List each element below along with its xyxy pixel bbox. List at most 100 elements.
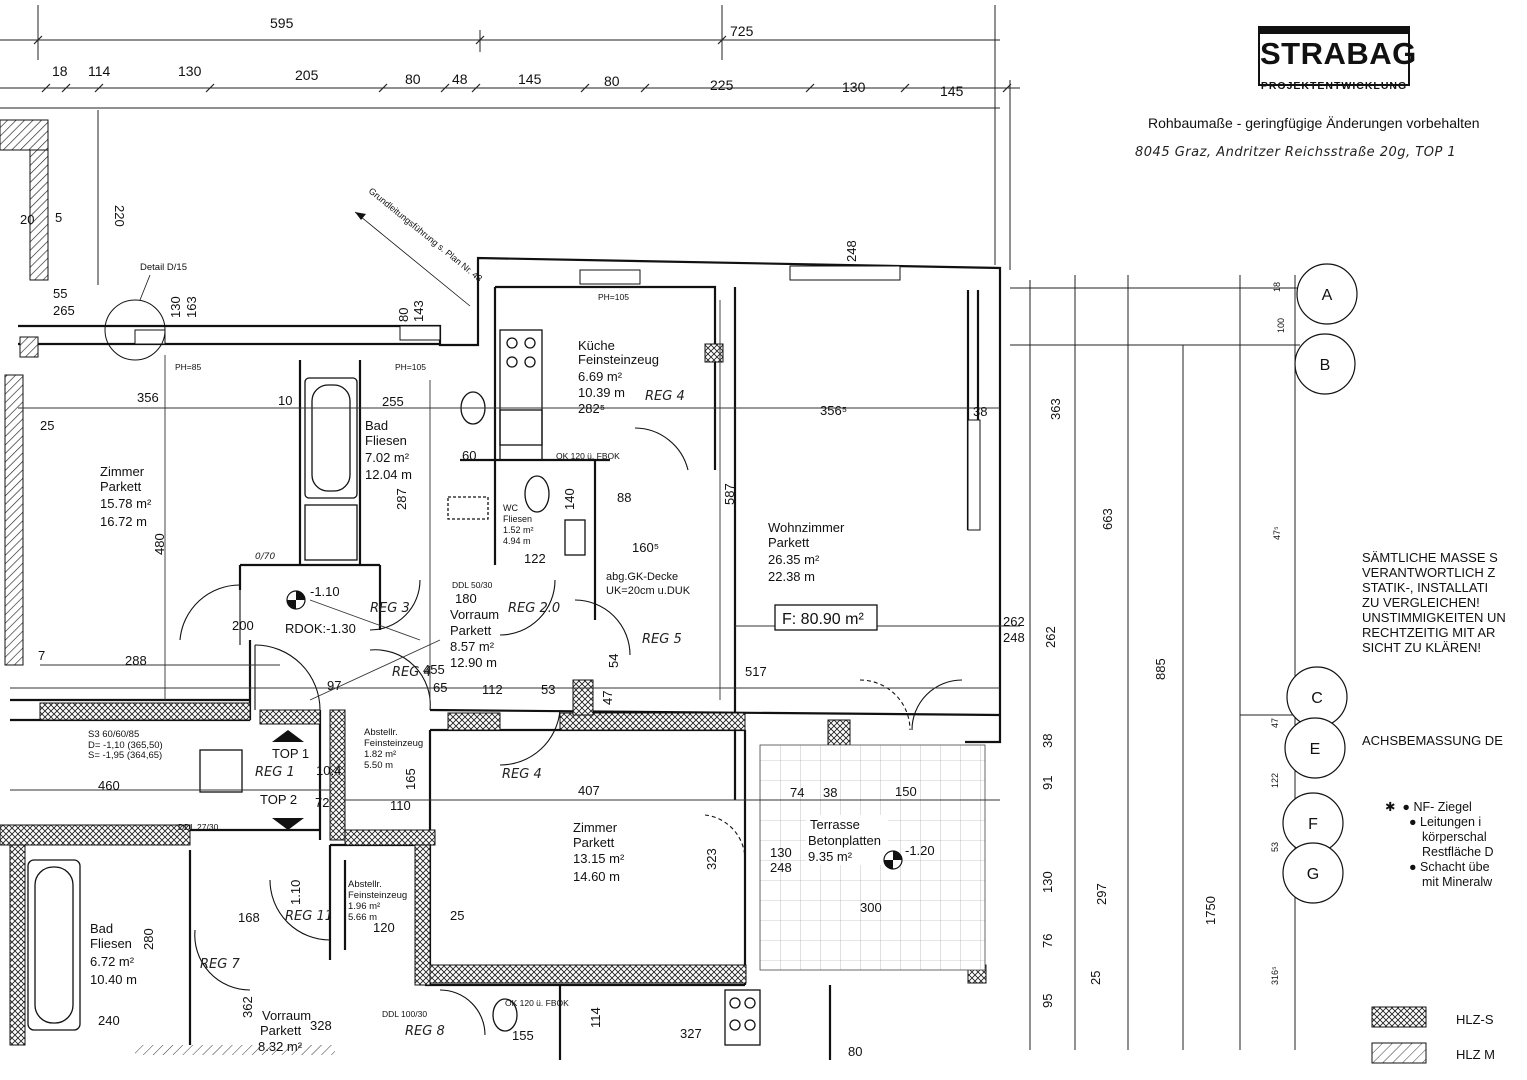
room-area: 8.32 m² bbox=[258, 1039, 303, 1054]
axis-dimension-note: ACHSBEMASSUNG DE bbox=[1362, 733, 1503, 748]
room-floor: Parkett bbox=[450, 623, 492, 638]
total-area: F: 80.90 m² bbox=[774, 604, 878, 631]
room-perimeter: 16.72 m bbox=[100, 514, 147, 529]
dim-label: 1750 bbox=[1203, 896, 1218, 925]
note: OK 120 ü. FBOK bbox=[556, 451, 620, 461]
handwritten-annotations: REG 4 REG 3 REG 2.0 REG 5 REG 4 REG 4 RE… bbox=[200, 389, 685, 1039]
dim-label: 248 bbox=[770, 860, 792, 875]
dim-label: 595 bbox=[270, 15, 294, 31]
dim-label: 130 bbox=[168, 296, 183, 318]
dim-label: 120 bbox=[373, 920, 395, 935]
dim-label: 1.10 bbox=[288, 880, 303, 905]
top-dimension-labels: 595 725 18 114 130 205 80 48 145 80 225 … bbox=[52, 15, 964, 99]
dim-label: 327 bbox=[680, 1026, 702, 1041]
room-bad-1: Bad Fliesen 7.02 m² 12.04 m bbox=[365, 418, 412, 482]
dim-label: 150 bbox=[895, 784, 917, 799]
dim-label: 363 bbox=[1048, 398, 1063, 420]
note-item: ● Leitungen i bbox=[1409, 815, 1482, 829]
handwritten-mark: REG 8 bbox=[405, 1024, 445, 1039]
room-area: 1.96 m² bbox=[348, 901, 380, 912]
dim-label: 10.4 bbox=[316, 763, 341, 778]
dim-label: 122 bbox=[1270, 773, 1280, 788]
room-area: 6.69 m² bbox=[578, 369, 623, 384]
hatched-walls bbox=[0, 119, 987, 1055]
dim-label: 262 bbox=[1043, 626, 1058, 648]
dim-label: 160⁵ bbox=[632, 540, 659, 555]
room-terrasse: Terrasse Betonplatten 9.35 m² bbox=[806, 815, 888, 865]
top-markers: TOP 1 TOP 2 bbox=[260, 730, 309, 830]
room-perimeter: 12.04 m bbox=[365, 467, 412, 482]
detail-callout: Detail D/15 bbox=[104, 262, 187, 361]
room-perimeter: 5.66 m bbox=[348, 912, 377, 923]
dim-label: 155 bbox=[512, 1028, 534, 1043]
dim-label: 53 bbox=[1270, 842, 1280, 852]
room-floor: Betonplatten bbox=[808, 833, 881, 848]
handwritten-address: 8045 Graz, Andritzer Reichsstraße 20g, T… bbox=[1135, 145, 1457, 160]
company-name: STRABAG bbox=[1260, 36, 1417, 71]
dim-label: 47⁵ bbox=[1272, 526, 1282, 540]
dim-label: 130 bbox=[1040, 871, 1055, 893]
dim-label: 74 bbox=[790, 785, 804, 800]
room-name: Vorraum bbox=[262, 1008, 311, 1023]
note: DDL 50/30 bbox=[452, 580, 493, 590]
total-area-value: F: 80.90 m² bbox=[782, 611, 864, 628]
dim-label: 55 bbox=[53, 286, 67, 301]
dim-label: 72 bbox=[315, 795, 329, 810]
note-item: mit Mineralw bbox=[1385, 875, 1494, 890]
note: OK 120 ü. FBOK bbox=[505, 998, 569, 1008]
dim-label: 122 bbox=[524, 551, 546, 566]
sill-notes: PH=105 PH=85 PH=105 OK 120 ü. FBOK OK 12… bbox=[175, 292, 629, 1019]
handwritten-mark: REG 4 bbox=[392, 665, 432, 680]
room-floor: Fliesen bbox=[365, 433, 407, 448]
asterisk-icon: ✱ bbox=[1385, 800, 1396, 814]
dim-label: 480 bbox=[152, 533, 167, 555]
dim-label: 48 bbox=[452, 71, 468, 87]
dim-label: 100 bbox=[1276, 318, 1286, 333]
windows bbox=[134, 265, 981, 531]
dim-label: 165 bbox=[403, 768, 418, 790]
room-bad-2: Bad Fliesen 6.72 m² 10.40 m bbox=[90, 921, 137, 987]
handwritten-mark: REG 5 bbox=[642, 632, 682, 647]
lead-label: Grundleitungsführung s. Plan Nr. 43 bbox=[367, 186, 484, 284]
axis-label: A bbox=[1322, 287, 1333, 304]
dim-label: 200 bbox=[232, 618, 254, 633]
dim-label: 517 bbox=[745, 664, 767, 679]
room-name: Zimmer bbox=[100, 464, 145, 479]
dim-label: 143 bbox=[411, 300, 426, 322]
dim-label: 38 bbox=[1040, 734, 1055, 748]
note-text: NF- Ziegel bbox=[1413, 800, 1472, 814]
interior-dimension-lines bbox=[10, 300, 1020, 801]
room-zimmer-2: Zimmer Parkett 13.15 m² 14.60 m bbox=[573, 820, 625, 884]
dim-label: 114 bbox=[588, 1007, 603, 1028]
room-area: 8.57 m² bbox=[450, 639, 495, 654]
dim-label: 316⁵ bbox=[1270, 966, 1280, 985]
room-name: Wohnzimmer bbox=[768, 520, 845, 535]
dim-label: 10 bbox=[278, 393, 292, 408]
note: PH=105 bbox=[598, 292, 629, 302]
dim-label: 80 bbox=[848, 1044, 862, 1059]
handwritten-mark: REG 3 bbox=[370, 601, 410, 616]
room-perimeter: 10.39 m bbox=[578, 385, 625, 400]
room-perimeter: 22.38 m bbox=[768, 569, 815, 584]
room-area: 7.02 m² bbox=[365, 450, 410, 465]
note: PH=85 bbox=[175, 362, 201, 372]
dim-label: 168 bbox=[238, 910, 260, 925]
room-floor: Feinsteinzeug bbox=[364, 738, 423, 749]
dim-label: 25 bbox=[40, 418, 54, 433]
shaft-line: S= -1,95 (364,65) bbox=[88, 750, 162, 761]
dim-label: 76 bbox=[1040, 934, 1055, 948]
legend-hlz-s: HLZ-S bbox=[1456, 1012, 1494, 1027]
note-text: Schacht übe bbox=[1420, 860, 1490, 874]
dim-label: 240 bbox=[98, 1013, 120, 1028]
note-text: körperschal bbox=[1422, 830, 1487, 844]
handwritten-mark: REG 4 bbox=[645, 389, 685, 404]
dim-label: 80 bbox=[396, 308, 411, 322]
dim-label: 80 bbox=[405, 71, 421, 87]
dim-label: 145 bbox=[940, 83, 964, 99]
dim-label: 7 bbox=[38, 648, 45, 663]
room-zimmer-1: Zimmer Parkett 15.78 m² 16.72 m bbox=[100, 464, 152, 529]
room-name: Zimmer bbox=[573, 820, 618, 835]
room-floor: Fliesen bbox=[90, 936, 132, 951]
detail-label: Detail D/15 bbox=[140, 262, 187, 273]
dim-label: 885 bbox=[1153, 658, 1168, 680]
